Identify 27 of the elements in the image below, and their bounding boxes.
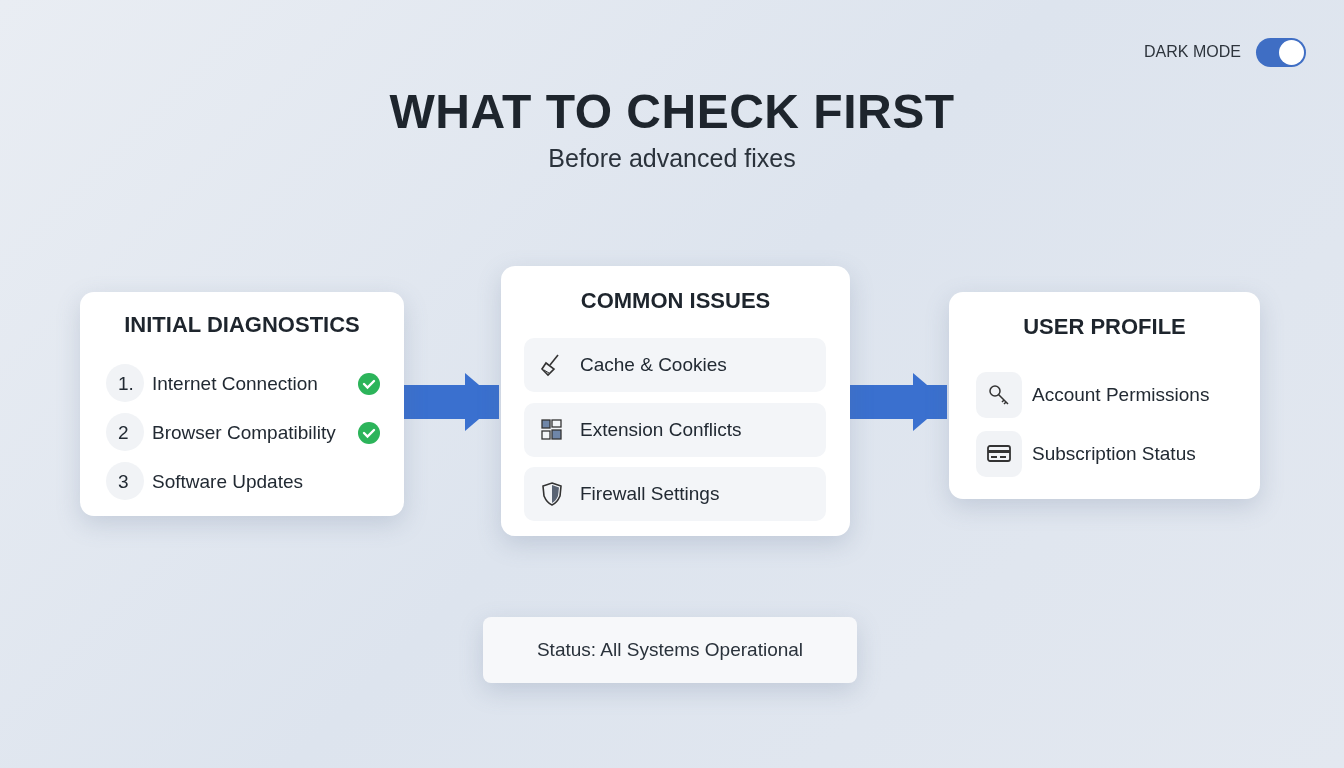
issue-row <box>524 338 826 392</box>
step-label: Internet Connection <box>152 373 318 395</box>
card <box>80 292 404 516</box>
card-heading: COMMON ISSUES <box>579 288 772 314</box>
arrow <box>850 373 947 431</box>
issue-row <box>524 403 826 457</box>
item-label: Account Permissions <box>1032 384 1210 406</box>
subtitle: Before advanced fixes <box>547 144 797 173</box>
issue-row <box>524 467 826 521</box>
status-text: Status: All Systems Operational <box>535 639 805 661</box>
step-number: 3 <box>118 471 129 493</box>
row-label: Extension Conflicts <box>580 419 742 441</box>
card-heading: USER PROFILE <box>1022 314 1187 340</box>
step-number: 1. <box>118 373 134 395</box>
step-label: Browser Compatibility <box>152 422 336 444</box>
row-label: Firewall Settings <box>580 483 720 505</box>
arrow <box>404 373 499 431</box>
toggle-label: DARK MODE <box>1144 43 1241 61</box>
step-label: Software Updates <box>152 471 304 493</box>
card-heading: INITIAL DIAGNOSTICS <box>123 312 361 338</box>
status-bar <box>483 617 857 683</box>
card <box>501 266 850 536</box>
card <box>949 292 1260 499</box>
item-label: Subscription Status <box>1032 443 1196 465</box>
row-label: Cache & Cookies <box>580 354 727 376</box>
step-number: 2 <box>118 422 129 444</box>
title: WHAT TO CHECK FIRST <box>388 84 956 139</box>
